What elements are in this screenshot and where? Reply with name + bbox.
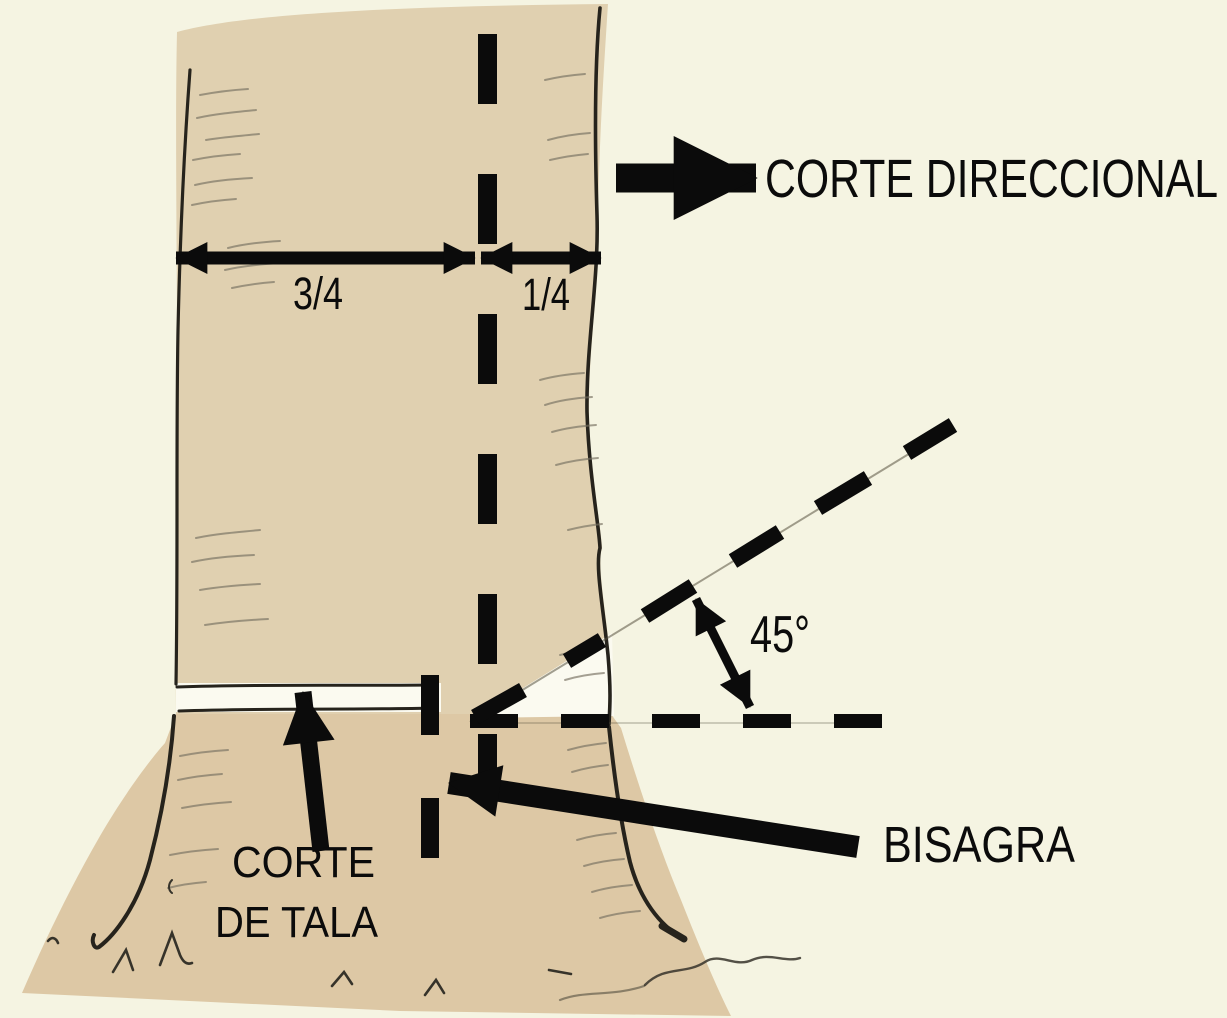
cut-guide-lines: [421, 34, 958, 858]
label-corte-direccional: CORTE DIRECCIONAL: [765, 149, 1218, 209]
angle-45-arrow: [691, 596, 755, 710]
label-fraction-14: 1/4: [522, 269, 570, 320]
label-bisagra: BISAGRA: [883, 816, 1075, 873]
felling-cut-top-line: [175, 683, 430, 689]
label-angle-45: 45°: [750, 606, 810, 664]
trunk-left-edge-line: [174, 68, 192, 686]
label-fraction-34: 3/4: [293, 268, 343, 319]
pencil-outlines: [90, 6, 688, 950]
annotation-arrows: [175, 136, 860, 858]
bisagra-arrow: [447, 765, 860, 858]
notch-roof-dashed: [471, 418, 958, 724]
root-ground-marks: [46, 879, 802, 1002]
labels: CORTE DIRECCIONAL 3/4 1/4 45° BISAGRA CO…: [215, 149, 1218, 947]
stump-left-inner-line: [90, 714, 176, 950]
trunk-right-edge-line: [585, 6, 612, 726]
label-corte-de-tala-line1: CORTE: [232, 838, 375, 887]
stump-right-inner-line: [607, 725, 684, 940]
stump-right-inner-line-end: [658, 922, 688, 943]
label-corte-de-tala-line2: DE TALA: [215, 898, 379, 947]
tree-trunk: [175, 4, 611, 714]
corte-de-tala-arrow: [282, 690, 335, 852]
